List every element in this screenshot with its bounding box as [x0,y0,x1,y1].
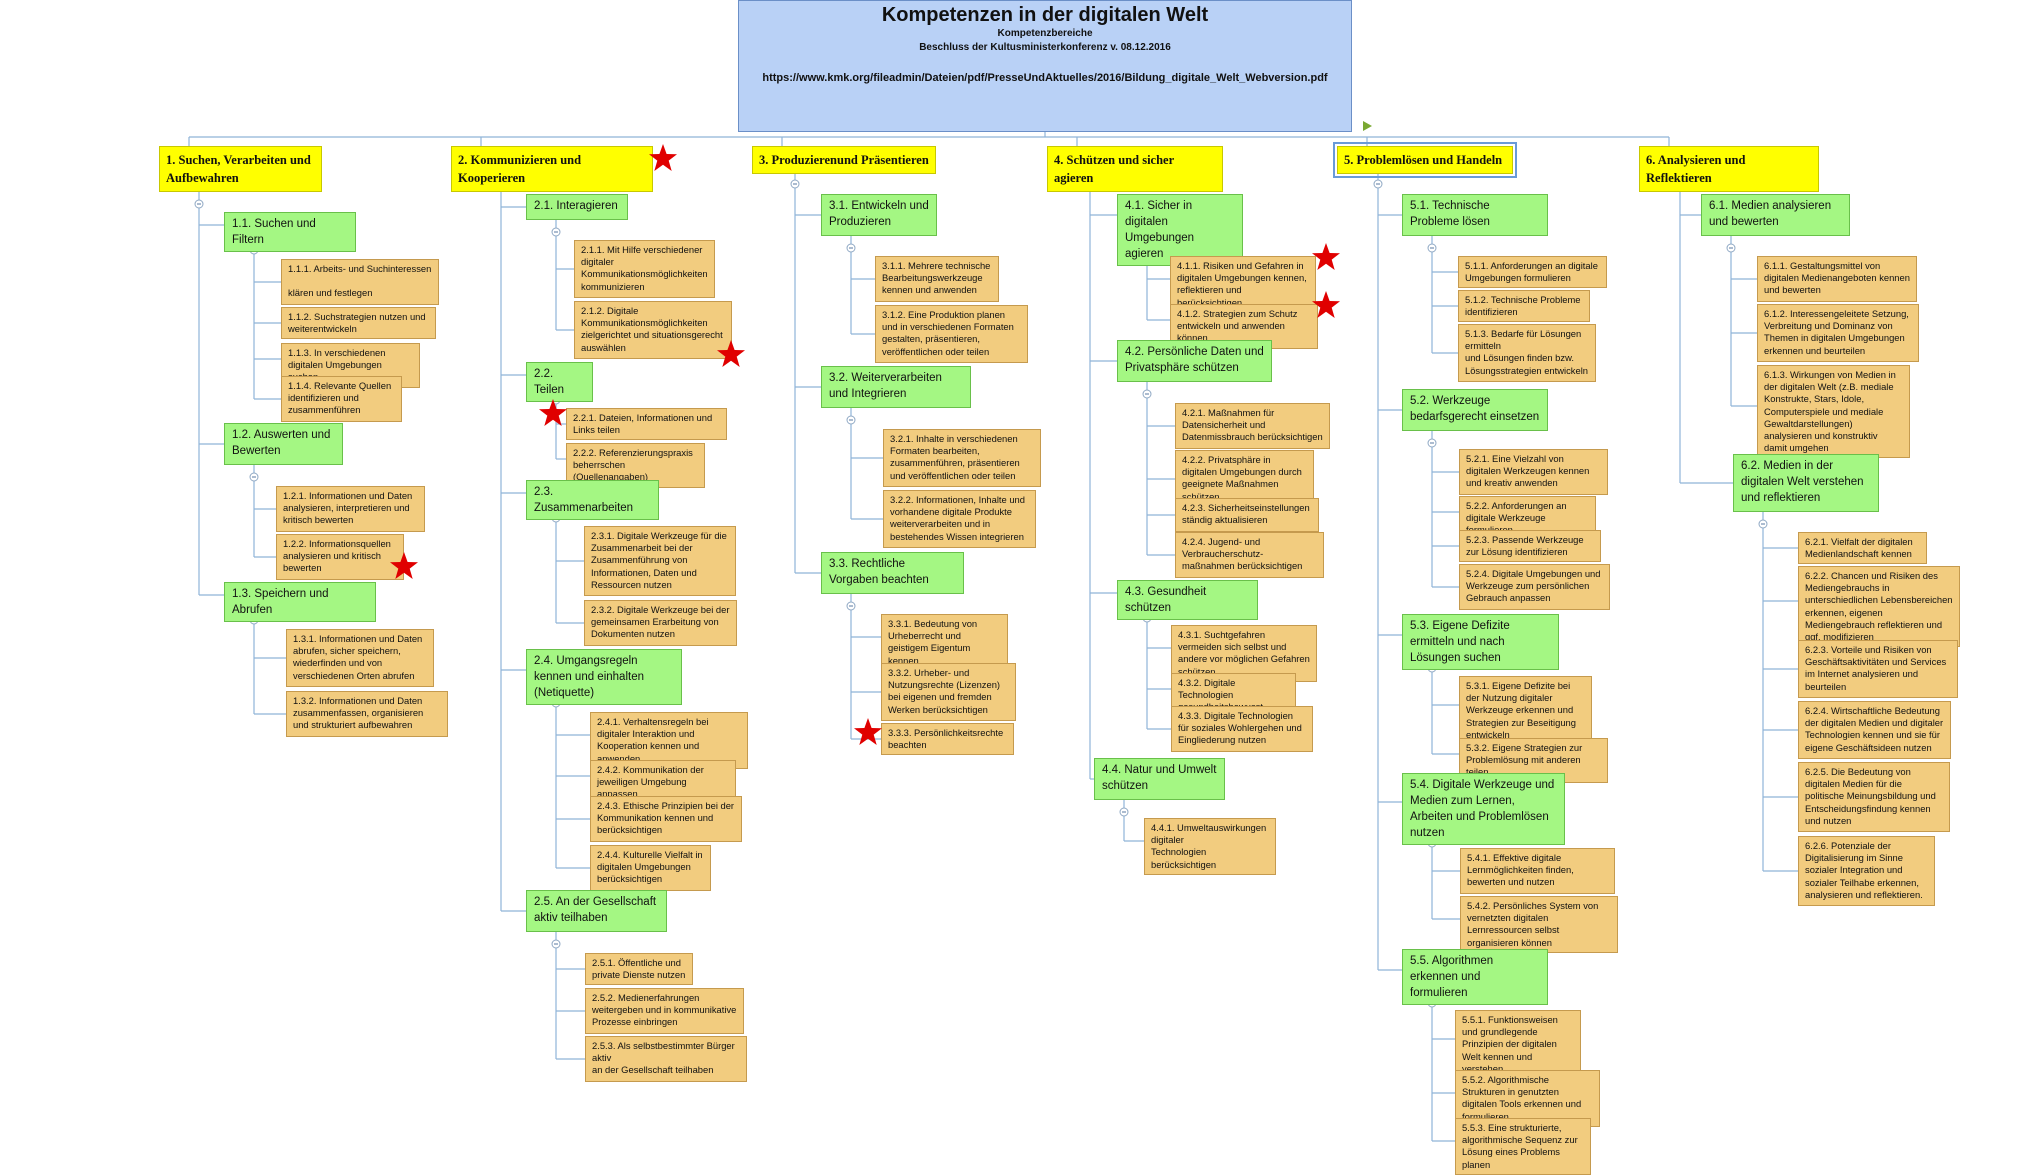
subtopic-node[interactable]: 4.1. Sicher in digitalen Umgebungen agie… [1117,194,1243,266]
competence-leaf[interactable]: 2.4.4. Kulturelle Vielfalt in digitalen … [590,845,711,891]
competence-leaf[interactable]: 2.2.1. Dateien, Informationen und Links … [566,408,727,441]
competence-leaf[interactable]: 5.5.1. Funktionsweisen und grundlegende … [1455,1010,1581,1080]
root-title: Kompetenzen in der digitalen Welt [881,4,1209,26]
subtopic-node[interactable]: 5.3. Eigene Defizite ermitteln und nach … [1402,614,1559,670]
red-star-icon [854,718,882,745]
subtopic-node[interactable]: 1.1. Suchen und Filtern [224,212,356,252]
subtopic-node[interactable]: 4.2. Persönliche Daten und Privatsphäre … [1117,340,1272,382]
subtopic-node[interactable]: 3.1. Entwickeln und Produzieren [821,194,937,236]
competence-leaf[interactable]: 5.2.4. Digitale Umgebungen und Werkzeuge… [1459,564,1610,610]
competence-leaf[interactable]: 6.2.3. Vorteile und Risiken von Geschäft… [1798,640,1958,698]
competence-leaf[interactable]: 2.5.2. Medienerfahrungen weitergeben und… [585,988,744,1034]
root-decision: Beschluss der Kultusministerkonferenz v.… [919,42,1171,53]
flag-icon [1363,121,1372,131]
competence-leaf[interactable]: 2.4.3. Ethische Prinzipien bei der Kommu… [590,796,742,842]
competence-leaf[interactable]: 2.3.2. Digitale Werkzeuge bei der gemein… [584,600,737,646]
subtopic-node[interactable]: 2.4. Umgangsregeln kennen und einhalten … [526,649,682,705]
red-star-icon [1312,291,1340,318]
category-node[interactable]: 4. Schützen und sicher agieren [1047,146,1223,192]
competence-leaf[interactable]: 1.1.2. Suchstrategien nutzen und weitere… [281,307,436,340]
subtopic-node[interactable]: 1.2. Auswerten und Bewerten [224,423,343,465]
competence-leaf[interactable]: 2.5.3. Als selbstbestimmter Bürger aktiv… [585,1036,747,1082]
competence-leaf[interactable]: 1.1.1. Arbeits- und Suchinteressen kläre… [281,259,439,305]
competence-leaf[interactable]: 4.3.1. Suchtgefahren vermeiden sich selb… [1171,625,1317,682]
competence-leaf[interactable]: 4.2.4. Jugend- und Verbraucherschutz- ma… [1175,532,1324,578]
competence-leaf[interactable]: 2.5.1. Öffentliche und private Dienste n… [585,953,693,986]
competence-leaf[interactable]: 2.3.1. Digitale Werkzeuge für die Zusamm… [584,526,736,596]
root-subtitle: Kompetenzbereiche [997,28,1093,39]
subtopic-node[interactable]: 5.5. Algorithmen erkennen und formuliere… [1402,949,1548,1005]
competence-leaf[interactable]: 4.2.3. Sicherheitseinstellungen ständig … [1175,498,1319,532]
red-star-icon [539,399,567,426]
red-star-icon [1312,243,1340,270]
competence-leaf[interactable]: 5.1.2. Technische Probleme identifiziere… [1458,290,1590,323]
competence-leaf[interactable]: 5.4.2. Persönliches System von vernetzte… [1460,896,1618,953]
competence-leaf[interactable]: 6.2.4. Wirtschaftliche Bedeutung der dig… [1798,701,1951,759]
subtopic-node[interactable]: 3.2. Weiterverarbeiten und Integrieren [821,366,971,408]
competence-leaf[interactable]: 6.2.5. Die Bedeutung von digitalen Medie… [1798,762,1950,832]
subtopic-node[interactable]: 5.2. Werkzeuge bedarfsgerecht einsetzen [1402,389,1548,431]
subtopic-node[interactable]: 4.3. Gesundheit schützen [1117,580,1258,620]
competence-leaf[interactable]: 1.3.1. Informationen und Daten abrufen, … [286,629,434,687]
competence-leaf[interactable]: 5.4.1. Effektive digitale Lernmöglichkei… [1460,848,1615,894]
competence-leaf[interactable]: 4.1.1. Risiken und Gefahren in digitalen… [1170,256,1316,313]
subtopic-node[interactable]: 6.2. Medien in der digitalen Welt verste… [1733,454,1879,512]
competence-leaf[interactable]: 2.1.1. Mit Hilfe verschiedener digitaler… [574,240,715,298]
red-star-icon [717,340,745,367]
category-node[interactable]: 2. Kommunizieren und Kooperieren [451,146,653,192]
root-url[interactable]: https://www.kmk.org/fileadmin/Dateien/pd… [762,72,1328,84]
competence-leaf[interactable]: 1.3.2. Informationen und Daten zusammenf… [286,691,448,737]
category-node[interactable]: 6. Analysieren und Reflektieren [1639,146,1819,192]
competence-leaf[interactable]: 6.1.1. Gestaltungsmittel von digitalen M… [1757,256,1917,302]
root-node[interactable]: Kompetenzen in der digitalen Welt Kompet… [738,0,1352,132]
competence-leaf[interactable]: 3.3.3. Persönlichkeitsrechte beachten [881,723,1014,756]
competence-leaf[interactable]: 6.1.3. Wirkungen von Medien in der digit… [1757,365,1910,459]
competence-leaf[interactable]: 1.1.4. Relevante Quellen identifizieren … [281,376,402,422]
subtopic-node[interactable]: 2.1. Interagieren [526,194,628,220]
subtopic-node[interactable]: 1.3. Speichern und Abrufen [224,582,376,622]
competence-leaf[interactable]: 5.5.3. Eine strukturierte, algorithmisch… [1455,1118,1591,1175]
competence-leaf[interactable]: 2.1.2. Digitale Kommunikationsmöglichkei… [574,301,732,359]
competence-leaf[interactable]: 5.2.1. Eine Vielzahl von digitalen Werkz… [1459,449,1608,495]
category-node[interactable]: 3. Produzierenund Präsentieren [752,146,936,174]
competence-leaf[interactable]: 1.2.1. Informationen und Daten analysier… [276,486,425,532]
subtopic-node[interactable]: 4.4. Natur und Umwelt schützen [1094,758,1225,800]
subtopic-node[interactable]: 6.1. Medien analysieren und bewerten [1701,194,1850,236]
competence-leaf[interactable]: 5.2.3. Passende Werkzeuge zur Lösung ide… [1459,530,1601,563]
competence-leaf[interactable]: 5.1.3. Bedarfe für Lösungen ermitteln un… [1458,324,1596,382]
subtopic-node[interactable]: 5.4. Digitale Werkzeuge und Medien zum L… [1402,773,1565,845]
subtopic-node[interactable]: 2.2. Teilen [526,362,593,402]
competence-leaf[interactable]: 4.4.1. Umweltauswirkungen digitaler Tech… [1144,818,1276,875]
competence-leaf[interactable]: 5.1.1. Anforderungen an digitale Umgebun… [1458,256,1607,289]
competence-leaf[interactable]: 5.3.1. Eigene Defizite bei der Nutzung d… [1459,676,1592,746]
competence-leaf[interactable]: 3.1.2. Eine Produktion planen und in ver… [875,305,1028,363]
category-node[interactable]: 1. Suchen, Verarbeiten und Aufbewahren [159,146,322,192]
competence-leaf[interactable]: 5.5.2. Algorithmische Strukturen in genu… [1455,1070,1600,1127]
subtopic-node[interactable]: 2.3. Zusammenarbeiten [526,480,659,520]
competence-leaf[interactable]: 4.3.3. Digitale Technologien für soziale… [1171,706,1313,752]
red-star-icon [649,144,677,171]
competence-leaf[interactable]: 3.2.2. Informationen, Inhalte und vorhan… [883,490,1036,548]
subtopic-node[interactable]: 2.5. An der Gesellschaft aktiv teilhaben [526,890,667,932]
competence-leaf[interactable]: 6.2.2. Chancen und Risiken des Mediengeb… [1798,566,1960,648]
subtopic-node[interactable]: 5.1. Technische Probleme lösen [1402,194,1548,236]
competence-leaf[interactable]: 6.1.2. Interessengeleitete Setzung, Verb… [1757,304,1919,362]
red-star-icon [390,552,418,579]
competence-leaf[interactable]: 6.2.1. Vielfalt der digitalen Medienland… [1798,532,1927,565]
category-node[interactable]: 5. Problemlösen und Handeln [1333,142,1517,178]
competence-leaf[interactable]: 6.2.6. Potenziale der Digitalisierung im… [1798,836,1935,906]
competence-leaf[interactable]: 3.2.1. Inhalte in verschiedenen Formaten… [883,429,1041,487]
competence-leaf[interactable]: 3.3.2. Urheber- und Nutzungsrechte (Lize… [881,663,1016,721]
competence-leaf[interactable]: 4.2.1. Maßnahmen für Datensicherheit und… [1175,403,1330,449]
competence-leaf[interactable]: 3.1.1. Mehrere technische Bearbeitungswe… [875,256,999,302]
subtopic-node[interactable]: 3.3. Rechtliche Vorgaben beachten [821,552,964,594]
competence-leaf[interactable]: 1.2.2. Informationsquellen analysieren u… [276,534,404,580]
